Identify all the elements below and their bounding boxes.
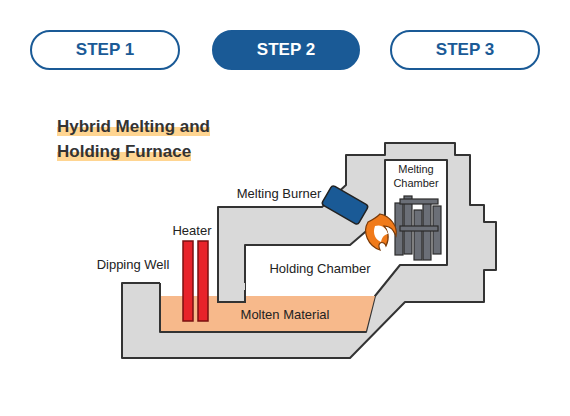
melting-burner: [321, 185, 368, 225]
furnace-interior: [160, 160, 447, 332]
part-label: Molten Material: [241, 307, 330, 322]
heater-element: [198, 241, 208, 321]
burner-flame: [366, 214, 397, 250]
step-pill: STEP 2: [212, 30, 360, 70]
part-label: Melting Chamber: [386, 162, 446, 190]
part-label: Heater: [172, 223, 211, 238]
ingot-stack: [395, 196, 441, 260]
step-label: STEP 1: [76, 40, 134, 60]
step-pill: STEP 3: [390, 30, 540, 70]
title-text: Hybrid Melting and Holding Furnace: [57, 117, 210, 161]
part-label: Holding Chamber: [269, 261, 370, 276]
step-label: STEP 2: [257, 40, 315, 60]
separation-wall: [218, 283, 245, 302]
separation-wall-edge: [218, 283, 245, 302]
heater-element: [183, 241, 193, 321]
furnace-body: [122, 143, 496, 358]
diagram-title: Hybrid Melting and Holding Furnace: [57, 114, 235, 164]
flame-core: [374, 225, 388, 242]
step-pill: STEP 1: [30, 30, 180, 70]
step-label: STEP 3: [436, 40, 494, 60]
part-label: Melting Burner: [237, 186, 322, 201]
part-label: Dipping Well: [97, 257, 170, 272]
